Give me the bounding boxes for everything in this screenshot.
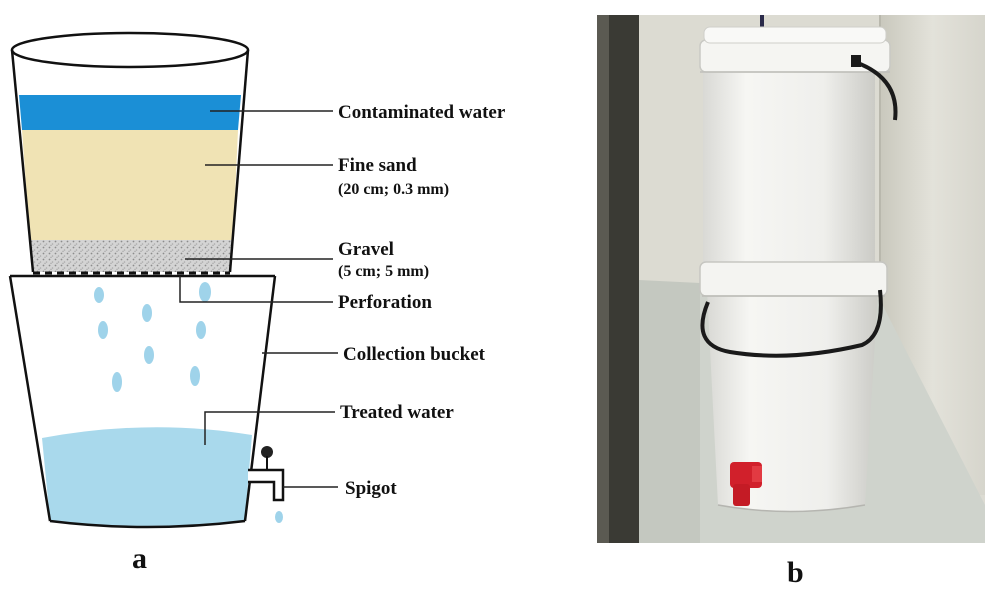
treated-water-body <box>42 427 252 526</box>
label-collection-bucket: Collection bucket <box>343 344 486 365</box>
droplet <box>190 366 200 386</box>
panel-a-diagram: Contaminated water Fine sand (20 cm; 0.3… <box>8 31 506 575</box>
label-gravel: Gravel <box>338 239 394 260</box>
falling-droplets <box>94 282 283 523</box>
droplet <box>112 372 122 392</box>
label-spigot: Spigot <box>345 478 397 499</box>
droplet <box>142 304 152 322</box>
contaminated-water-layer <box>19 95 241 130</box>
droplet <box>94 287 104 303</box>
droplet <box>275 511 283 523</box>
fine-sand-layer <box>22 130 238 240</box>
label-gravel-spec: (5 cm; 5 mm) <box>338 263 429 280</box>
label-fine-sand: Fine sand <box>338 155 417 176</box>
panel-b-photo: b <box>597 15 985 589</box>
label-contaminated-water: Contaminated water <box>338 102 506 123</box>
upper-bucket-outline <box>10 31 250 273</box>
collection-bucket-outline <box>8 274 277 529</box>
label-perforation: Perforation <box>338 292 432 313</box>
panel-letter-a: a <box>132 542 147 575</box>
droplet <box>199 282 211 302</box>
red-spigot-icon <box>730 462 762 506</box>
droplet <box>144 346 154 364</box>
leader-lines <box>179 110 338 488</box>
spigot-icon <box>248 446 285 502</box>
panel-letter-b: b <box>787 556 804 589</box>
label-treated-water: Treated water <box>340 402 454 423</box>
gravel-layer <box>30 240 233 272</box>
droplet <box>196 321 206 339</box>
label-fine-sand-spec: (20 cm; 0.3 mm) <box>338 181 449 198</box>
upper-bucket-photo <box>699 26 898 265</box>
droplet <box>98 321 108 339</box>
lower-bucket-photo <box>699 261 888 513</box>
